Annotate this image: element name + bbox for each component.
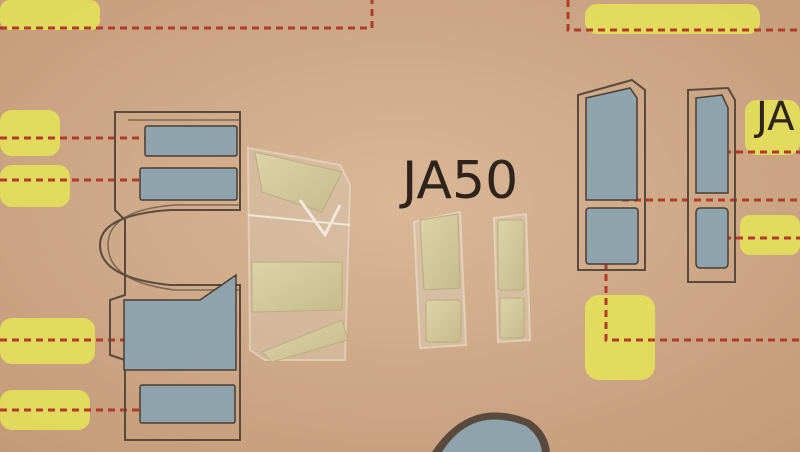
window-top-1 <box>144 125 238 157</box>
right-window-upper <box>585 87 638 201</box>
mask-tape-top <box>254 151 343 213</box>
window-bottom <box>139 384 236 424</box>
ja50-tape-1 <box>419 213 461 291</box>
right-window-narrow-upper <box>695 94 729 194</box>
left-part-diagram <box>98 111 241 441</box>
mask-tape-bottom <box>261 319 349 363</box>
mask-tape-middle <box>251 261 343 313</box>
right-window-lower <box>585 207 639 265</box>
part-label-partial: JA <box>753 94 795 140</box>
left-part-outline <box>98 111 241 441</box>
ja50-tape-2 <box>425 299 462 343</box>
right-window-narrow-lower <box>695 207 729 269</box>
clear-part-left <box>246 146 352 363</box>
window-top-2 <box>139 167 238 201</box>
right-part-diagram <box>577 78 736 283</box>
window-lower <box>123 273 237 371</box>
part-label-ja50: JA50 <box>399 151 518 211</box>
ja50-clear-parts <box>412 210 532 350</box>
round-part-diagram <box>432 412 550 452</box>
highlighter-marks <box>0 0 800 430</box>
ja50-tape-4 <box>499 297 525 339</box>
ja50-tape-3 <box>497 219 525 291</box>
